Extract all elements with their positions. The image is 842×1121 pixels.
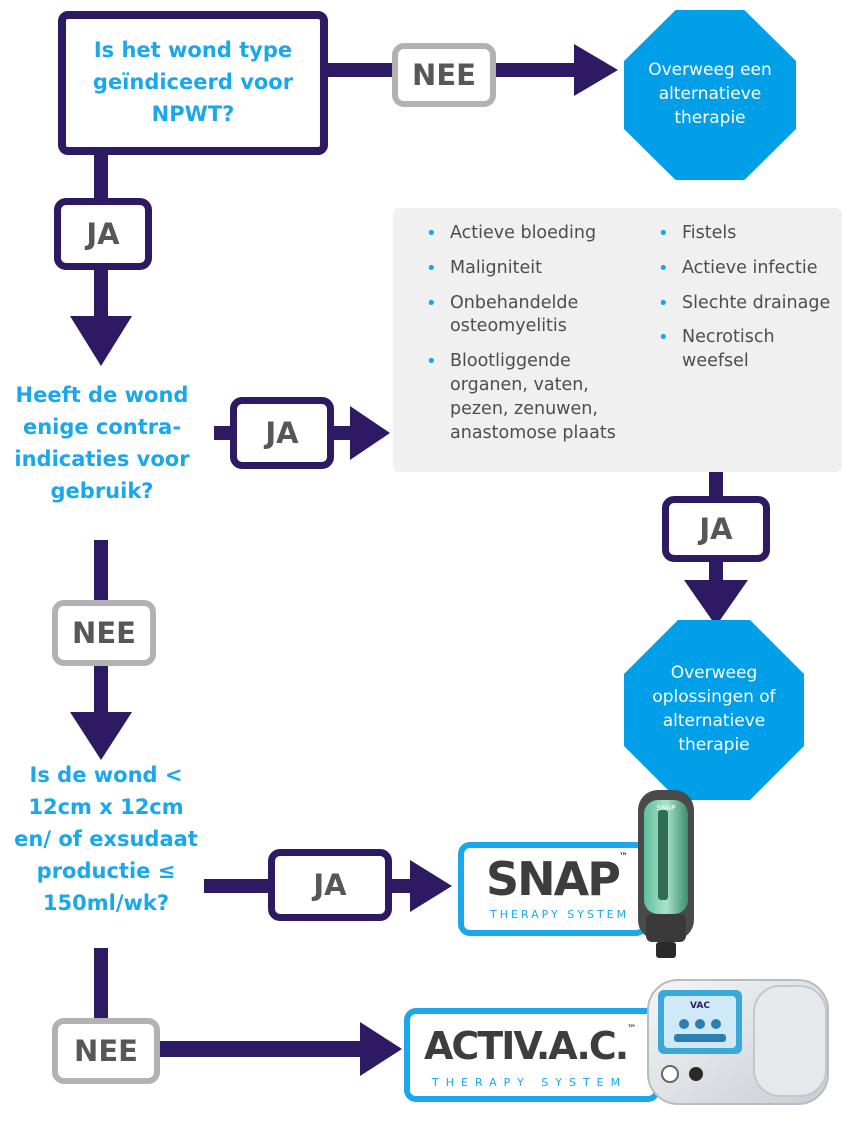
arrow-head-icon xyxy=(574,44,618,96)
alternative-therapy-octagon: Overweeg een alternatieve therapie xyxy=(624,10,796,180)
snap-product-card: SNAP™ THERAPY SYSTEM xyxy=(458,842,648,936)
alternative-therapy-text: Overweeg een alternatieve therapie xyxy=(648,60,772,128)
connector-q1-nee xyxy=(322,63,394,77)
contraindication-list-right: •Fistels •Actieve infectie •Slechte drai… xyxy=(652,222,842,385)
arrow-down-icon xyxy=(684,580,748,626)
connector-ja-q2 xyxy=(94,268,108,318)
activac-tagline: THERAPY SYSTEM xyxy=(432,1076,628,1089)
arrow-head-icon xyxy=(360,1022,402,1076)
yes-label-text: JA xyxy=(313,868,347,902)
connector-q3-nee xyxy=(94,948,108,1022)
connector-panel-ja xyxy=(709,472,723,498)
list-item: •Necrotisch weefsel xyxy=(658,327,775,372)
question-wound-size: Is de wond < 12cm x 12cm en/ of exsudaat… xyxy=(14,763,198,915)
no-label: NEE xyxy=(52,600,156,666)
connector-nee-q3 xyxy=(94,664,108,714)
activac-product-card: ACTIV.A.C.™ THERAPY SYSTEM xyxy=(404,1008,660,1102)
list-item: •Actieve bloeding xyxy=(426,223,597,244)
contraindication-panel xyxy=(393,208,842,472)
snap-logo: SNAP™ xyxy=(486,852,628,906)
svg-text:VAC: VAC xyxy=(690,1001,710,1011)
connector-q2-nee xyxy=(94,540,108,602)
yes-label: JA xyxy=(268,849,392,921)
solutions-alternative-octagon: Overweeg oplossingen of alternatieve the… xyxy=(624,620,804,800)
connector-nee-activac xyxy=(160,1041,364,1057)
yes-label-text: JA xyxy=(265,416,299,450)
connector-q1-ja xyxy=(94,152,108,200)
yes-label: JA xyxy=(230,397,334,469)
arrow-down-icon xyxy=(70,316,132,366)
yes-label-text: JA xyxy=(699,512,733,546)
connector-nee-alt1 xyxy=(494,63,576,77)
connector-ja-snap xyxy=(390,879,414,893)
no-label-text: NEE xyxy=(412,58,476,92)
connector-ja-alt2 xyxy=(709,560,723,584)
arrow-head-icon xyxy=(350,406,390,460)
question-npwt-indication: Is het wond type geïndiceerd voor NPWT? xyxy=(58,11,328,155)
list-item: •Fistels xyxy=(658,223,737,244)
question-text: Is het wond type geïndiceerd voor NPWT? xyxy=(92,38,294,126)
solutions-alternative-text: Overweeg oplossingen of alternatieve the… xyxy=(652,663,776,755)
list-item: •Maligniteit xyxy=(426,257,542,279)
arrow-head-icon xyxy=(410,860,452,912)
activac-logo: ACTIV.A.C.™ xyxy=(424,1024,637,1068)
no-label: NEE xyxy=(52,1018,160,1084)
list-item: •Actieve infectie xyxy=(658,257,818,279)
yes-label: JA xyxy=(662,496,770,562)
arrow-down-icon xyxy=(70,712,132,760)
connector-q3-ja xyxy=(204,879,270,893)
no-label-text: NEE xyxy=(74,1034,138,1068)
no-label-text: NEE xyxy=(72,616,136,650)
yes-label-text: JA xyxy=(86,217,120,251)
snap-tagline: THERAPY SYSTEM xyxy=(490,908,630,921)
list-item: •Slechte drainage xyxy=(658,292,831,314)
question-contraindications: Heeft de wond enige contra-indicaties vo… xyxy=(14,383,190,503)
connector-ja-panel xyxy=(332,426,354,440)
activac-device-image: VAC xyxy=(647,979,829,1105)
contraindication-list-left: •Actieve bloeding •Maligniteit •Onbehand… xyxy=(420,222,630,456)
list-item: •Blootliggende organen, vaten, pezen, ze… xyxy=(426,351,616,443)
list-item: •Onbehandelde osteomyelitis xyxy=(426,292,579,337)
no-label: NEE xyxy=(392,43,496,107)
snap-device-image: SNAP xyxy=(638,790,694,958)
svg-text:SNAP: SNAP xyxy=(657,804,676,812)
yes-label: JA xyxy=(54,198,152,270)
